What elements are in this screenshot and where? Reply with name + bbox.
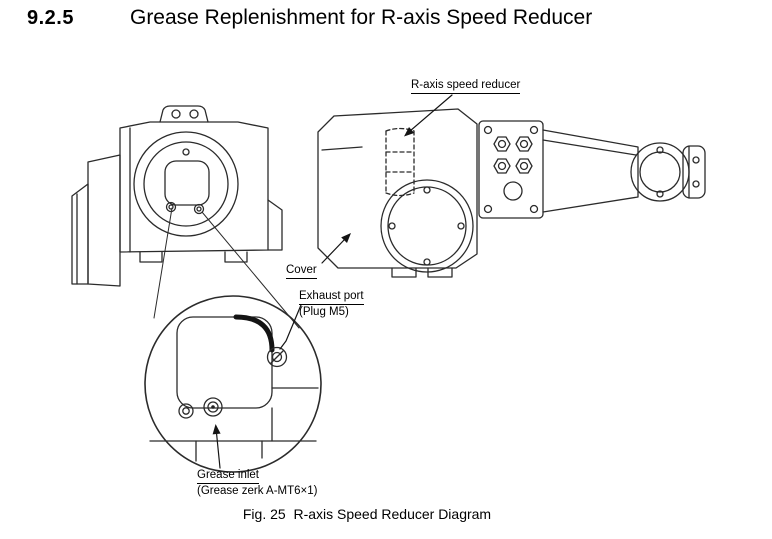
front-view-drawing [71, 105, 283, 287]
side-view-drawing [317, 108, 706, 278]
label-r-axis-speed-reducer: R-axis speed reducer [411, 79, 521, 94]
exhaust-plug-graphic [266, 346, 288, 368]
grease-zerk-graphic [178, 397, 223, 419]
label-exhaust-port: Exhaust port (Plug M5) [299, 290, 364, 319]
section-heading: 9.2.5 Grease Replenishment for R-axis Sp… [27, 6, 592, 30]
label-r-axis-speed-reducer-text: R-axis speed reducer [411, 79, 521, 94]
section-title: Grease Replenishment for R-axis Speed Re… [129, 6, 593, 29]
label-exhaust-port-text: Exhaust port [299, 290, 364, 305]
figure-caption: Fig. 25 R-axis Speed Reducer Diagram [242, 506, 492, 522]
callout-lines [215, 94, 453, 469]
label-grease-inlet-detail: (Grease zerk A-MT6×1) [197, 485, 318, 497]
label-grease-inlet: Grease inlet (Grease zerk A-MT6×1) [197, 469, 317, 498]
callout-arrowheads [212, 127, 415, 435]
label-cover-text: Cover [286, 264, 317, 279]
label-grease-inlet-text: Grease inlet [197, 469, 260, 484]
reducer-hidden-outline [385, 127, 415, 197]
section-number: 9.2.5 [27, 7, 74, 29]
detail-circle-drawing [144, 295, 322, 473]
label-cover: Cover [286, 264, 317, 279]
detail-leader-lines [153, 207, 300, 329]
label-exhaust-port-detail: (Plug M5) [299, 306, 349, 318]
